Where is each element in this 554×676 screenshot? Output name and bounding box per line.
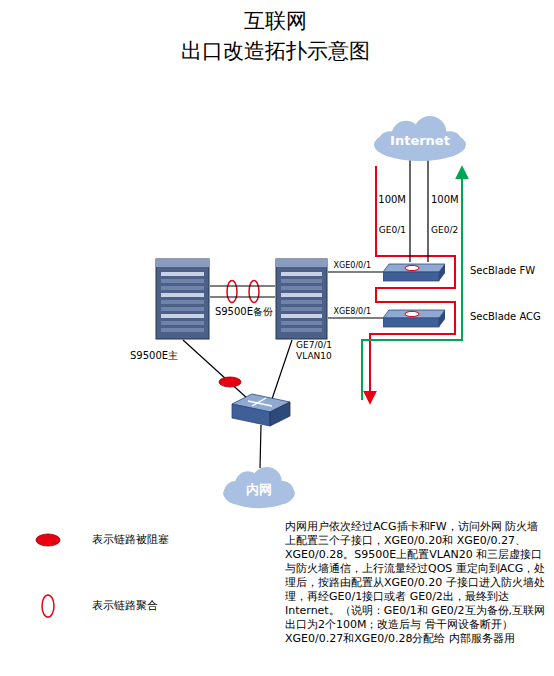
port-label: GE7/0/1 [296,341,332,351]
blade-symbol [383,308,447,328]
network-link [210,286,275,297]
legend-text: 表示链路聚合 [92,599,158,612]
legend-swatch [36,534,60,546]
port-label: GE0/1 [379,226,406,236]
service-blade: SecBlade FW [383,262,447,282]
link-label: 100M [378,194,406,205]
switch-symbol [232,394,290,426]
network-link [427,159,428,262]
link-label: XGE8/0/1 [334,308,371,317]
node-label: SecBlade FW [470,265,535,277]
core-switch: S9500E备份 [275,258,328,340]
legend-symbol [42,595,54,617]
link-label: XGE0/0/1 [334,262,371,271]
node-label: Internet [370,115,470,167]
blocked-link-mark [219,377,241,387]
network-link [328,271,383,272]
node-label: S9500E备份 [215,306,273,318]
service-blade: SecBlade ACG [383,308,447,328]
port-label: VLAN10 [296,352,332,362]
explanation-note: 内网用户依次经过ACG插卡和FW，访问外网 防火墙上配置三个子接口，XGE0/0… [285,520,547,646]
link-label: 100M [431,194,459,205]
legend-text: 表示链路被阻塞 [92,533,169,546]
upstream-flow [362,168,462,400]
blade-symbol [383,262,447,282]
network-cloud: Internet [370,115,470,163]
rack-symbol [155,258,210,340]
node-label: 内网 [220,466,298,514]
rack-symbol [275,258,328,340]
aggregation-marks [227,281,259,303]
uplink-wires [183,340,292,468]
network-cloud: 内网 [220,466,298,510]
node-label: S9500E主 [130,350,178,362]
diagram-title: 互联网 出口改造拓扑示意图 [150,6,400,66]
node-label: SecBlade ACG [470,311,541,323]
core-switch: S9500E主 [155,258,210,340]
port-label: GE0/2 [431,226,458,236]
network-link [409,159,410,262]
network-link [328,317,383,318]
